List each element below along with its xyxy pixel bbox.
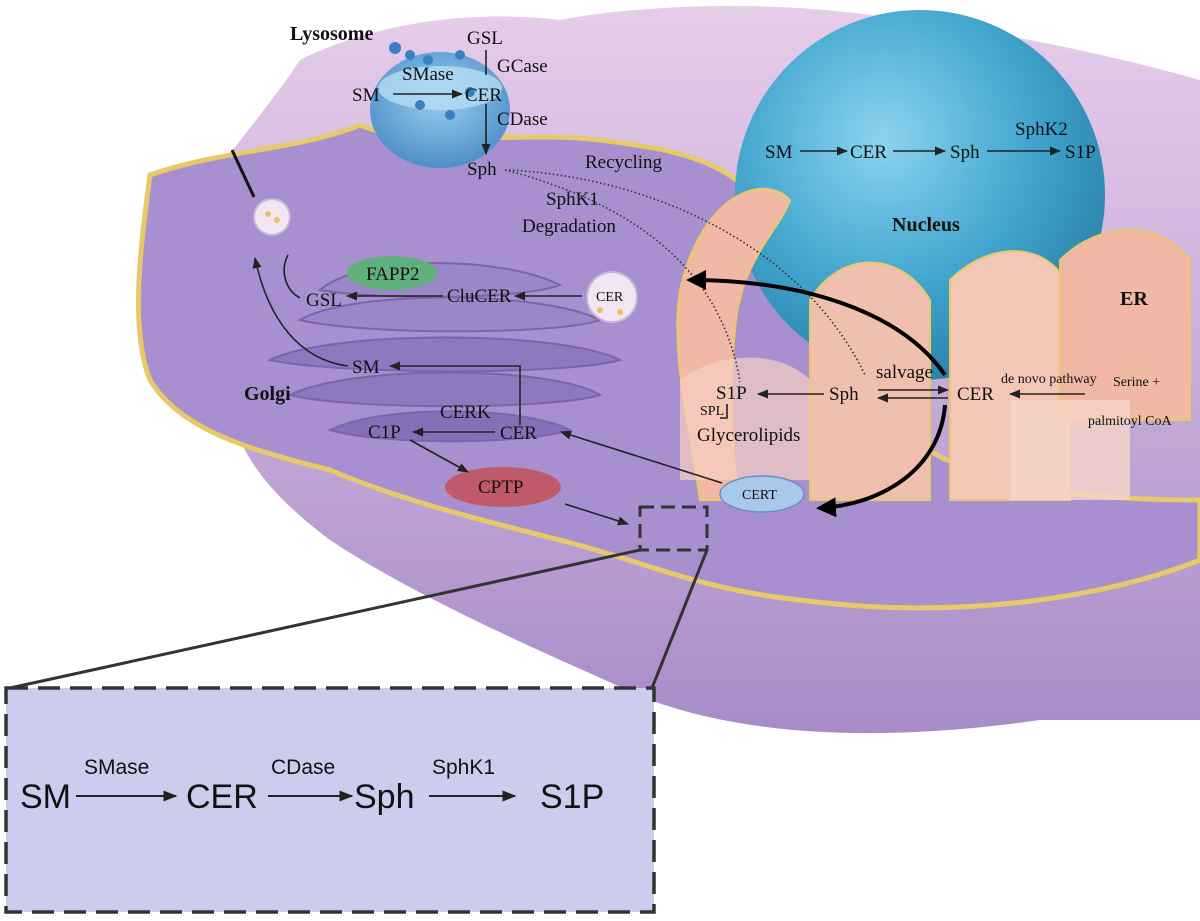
inset-sm: SM [20,778,71,816]
nuc-sphk2: SphK2 [1015,119,1068,140]
zoom-source-box [638,505,709,552]
inset-sph: Sph [354,778,415,816]
inset-s1p: S1P [540,778,604,816]
golgi-c1p: C1P [368,422,401,443]
er-membranes [676,187,1191,501]
lyso-cer: CER [465,85,502,106]
er-glycerolipids: Glycerolipids [697,425,800,446]
golgi-cer: CER [500,423,537,444]
arrow-cptp-membrane [564,503,630,526]
lyso-smase: SMase [402,64,454,85]
vesicle-left [253,198,291,236]
er-s1p: S1P [716,383,747,404]
sphk1-label: SphK1 [546,189,599,210]
recycling-label: Recycling [585,152,663,173]
er-palmitoyl: palmitoyl CoA [1088,414,1173,429]
inset-panel [4,686,656,914]
lyso-gsl: GSL [467,28,503,49]
lysosome [370,42,510,168]
nucleus-title: Nucleus [892,214,960,236]
nuc-cer: CER [850,142,887,163]
golgi-clucer: CluCER [447,286,512,307]
arrow-sm-membrane [252,256,349,367]
golgi-cerk: CERK [440,402,491,423]
er-spl: SPL [700,404,724,419]
er-sph: Sph [829,384,859,405]
er-title: ER [1120,288,1148,310]
nuc-sph: Sph [950,142,980,163]
er-salvage: salvage [876,362,933,383]
lysosome-title: Lysosome [290,23,373,45]
inset-sphk1: SphK1 [432,756,495,779]
arrow-gsl-out [283,254,301,299]
spl-bracket [720,404,728,419]
lyso-cdase: CDase [497,109,548,130]
thick-arrow-er-to-cert [816,404,947,518]
cptp-protein [445,467,561,507]
cert-protein [719,475,805,513]
inset-cer: CER [186,778,258,816]
zoom-line-right [650,549,709,689]
golgi-sm: SM [352,357,380,378]
lyso-sm: SM [352,85,380,106]
golgi-gsl: GSL [306,290,342,311]
nuc-s1p: S1P [1065,142,1096,163]
inset-cdase: CDase [271,756,335,779]
er-serine: Serine + [1113,375,1160,390]
nuc-sm: SM [765,142,793,163]
arrow-cert-cer [559,430,723,484]
dotted-recycling [504,169,866,376]
lyso-sph: Sph [467,159,497,180]
vesicle-cer [586,271,638,323]
er-cer: CER [957,384,994,405]
arrow-cer-sm [388,361,521,425]
golgi-cert: CERT [742,488,777,503]
golgi-fapp2: FAPP2 [366,264,420,285]
vesicle-cer-label: CER [596,290,624,305]
golgi-cptp: CPTP [478,477,523,498]
membrane-segment [230,149,256,198]
thick-arrow-er-to-vesicle [686,270,947,377]
degradation-label: Degradation [522,216,616,237]
arrow-c1p-cptp [409,439,469,473]
fapp2-protein [347,256,437,290]
inset-smase: SMase [84,756,149,779]
er-de-novo: de novo pathway [1001,372,1097,387]
lyso-gcase: GCase [497,56,548,77]
zoom-line-left [9,548,641,690]
golgi-title: Golgi [244,383,291,405]
